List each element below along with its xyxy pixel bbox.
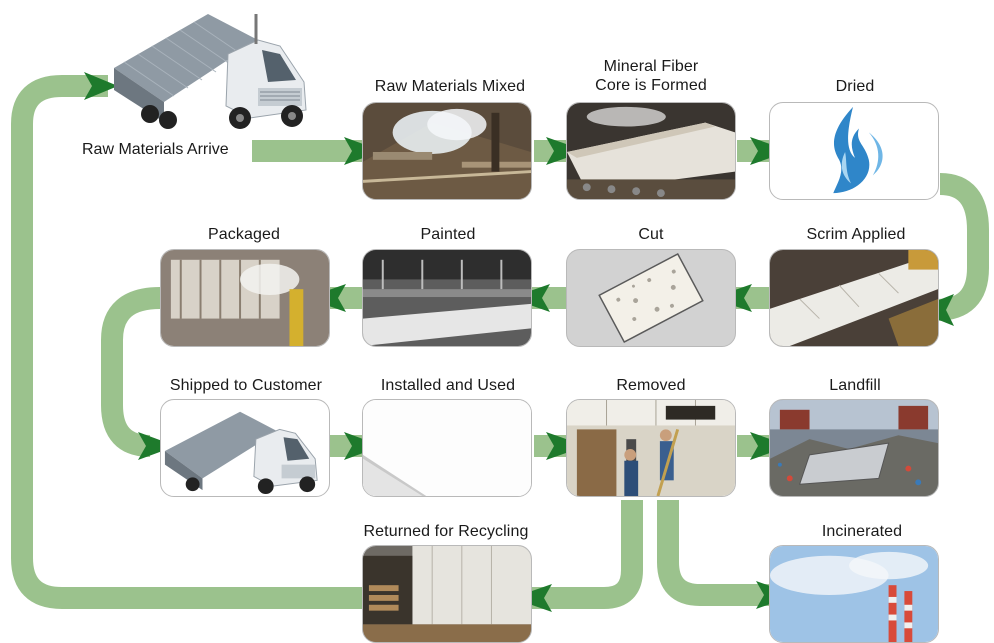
removal-photo — [566, 399, 736, 497]
landfill-label: Landfill — [829, 377, 881, 394]
shipped-label: Shipped to Customer — [169, 377, 323, 394]
packaging-photo — [160, 249, 330, 347]
recycling-truck-photo — [362, 545, 532, 643]
installed-panel-photo — [362, 399, 532, 497]
arrowhead-to-truck — [84, 72, 118, 100]
painting-photo — [362, 249, 532, 347]
mixing-photo — [362, 102, 532, 200]
raw-materials-arrive-label: Raw Materials Arrive — [82, 141, 229, 158]
raw-materials-mixed-label: Raw Materials Mixed — [374, 78, 526, 95]
arrowhead-to-recycling — [512, 584, 552, 612]
scrim-applied-label: Scrim Applied — [806, 226, 906, 243]
water-flame-icon — [833, 106, 883, 194]
dried-tile — [769, 102, 939, 200]
scrim-photo — [769, 249, 939, 347]
connector-removed-to-recycling — [528, 500, 643, 609]
connector-packaged-to-shipped — [101, 287, 161, 457]
shipping-truck-photo — [160, 399, 330, 497]
arrowhead-to-shipped — [138, 432, 176, 460]
connector-dried-to-scrim — [935, 173, 989, 321]
core-forming-photo — [566, 102, 736, 200]
incineration-photo — [769, 545, 939, 643]
painted-label: Painted — [420, 226, 476, 243]
core-formed-label: Mineral Fiber Core is Formed — [595, 58, 707, 94]
landfill-photo — [769, 399, 939, 497]
packaged-label: Packaged — [208, 226, 280, 243]
connector-removed-to-incinerated — [657, 500, 782, 606]
cut-label: Cut — [638, 226, 664, 243]
incinerated-label: Incinerated — [821, 523, 903, 540]
cut-tile — [566, 249, 736, 347]
dried-label: Dried — [835, 78, 875, 95]
recycling-label: Returned for Recycling — [363, 523, 529, 540]
arriving-truck-image — [114, 14, 307, 129]
installed-label: Installed and Used — [380, 377, 516, 394]
connector-recycling-to-truck — [11, 75, 362, 609]
removed-label: Removed — [616, 377, 686, 394]
